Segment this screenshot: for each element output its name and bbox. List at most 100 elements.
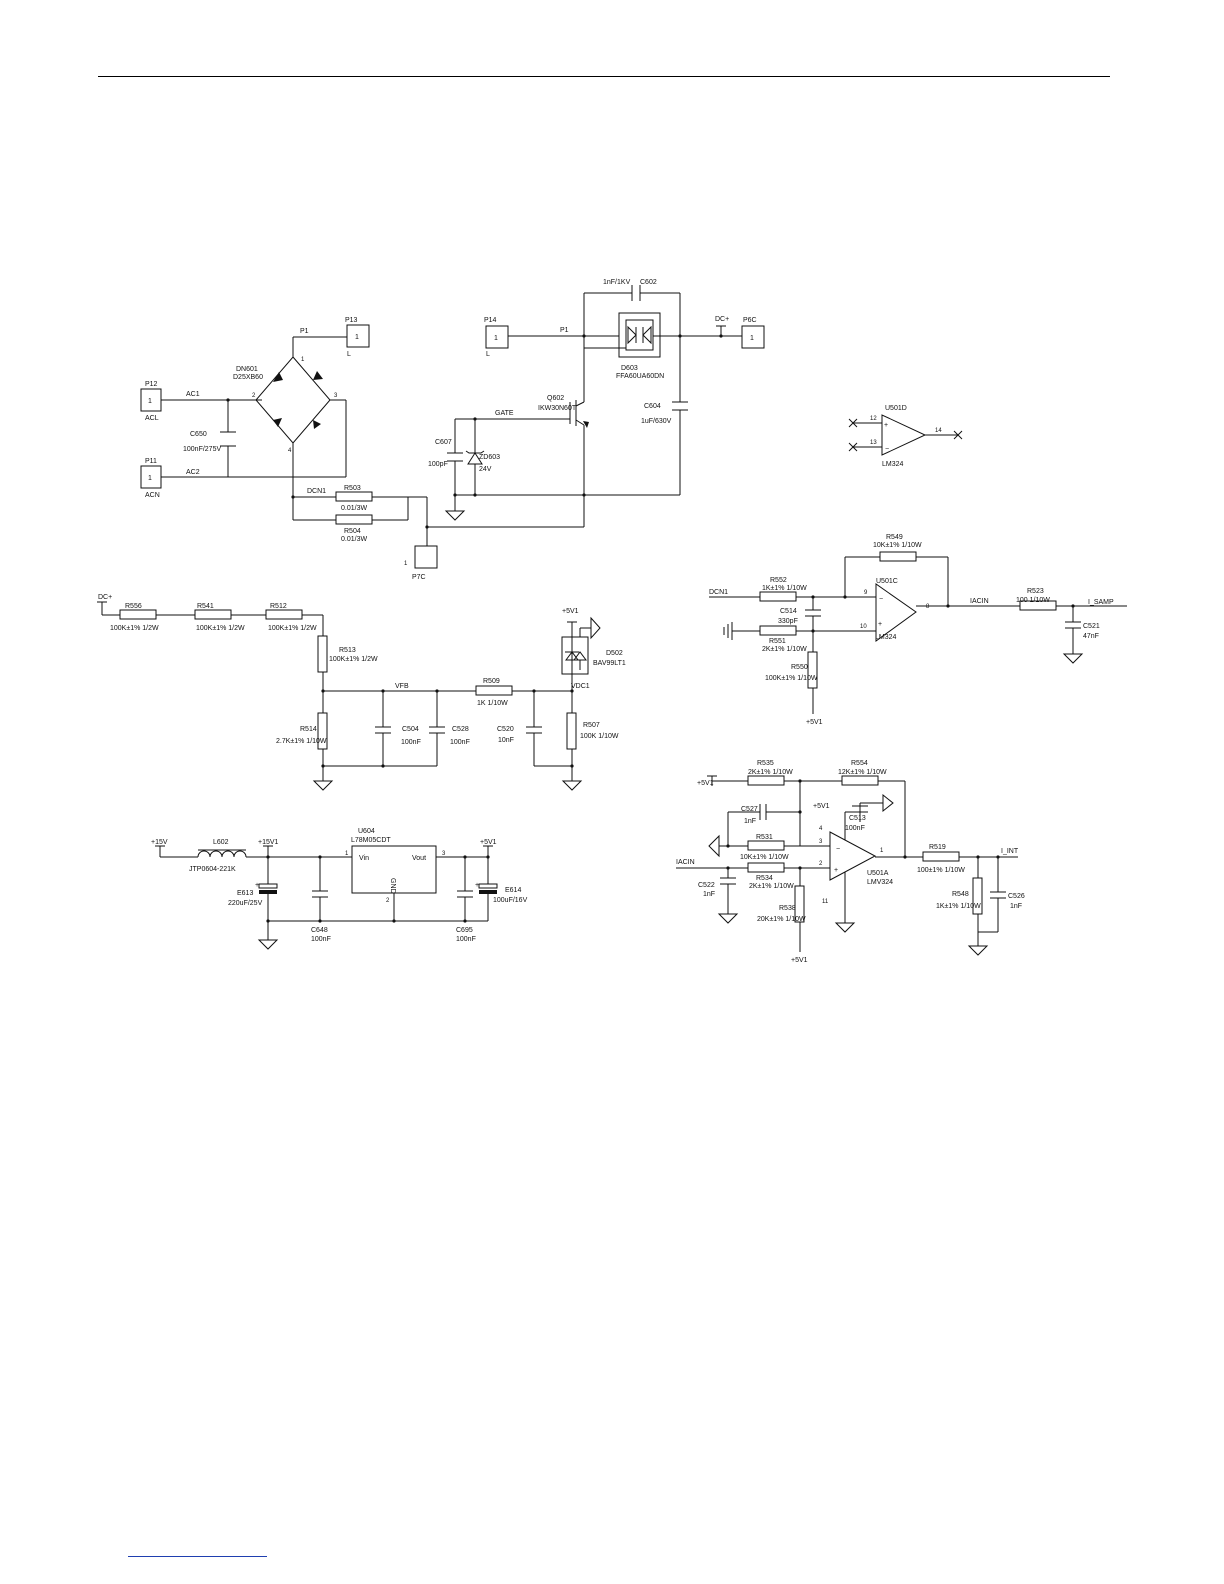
diode-d502: +5V1 D502 BAV99LT1	[561, 608, 626, 691]
svg-text:11: 11	[822, 899, 829, 905]
svg-text:−: −	[885, 446, 889, 453]
svg-text:100 1/10W: 100 1/10W	[1016, 597, 1050, 604]
rectifier-block: 1 P12 ACL 1 P11 ACN 1 P13 L	[140, 317, 584, 581]
svg-text:P6C: P6C	[743, 317, 757, 324]
svg-text:+15V: +15V	[151, 839, 168, 846]
svg-text:IACIN: IACIN	[970, 598, 989, 605]
svg-text:100nF: 100nF	[311, 936, 331, 943]
svg-text:0.01/3W: 0.01/3W	[341, 536, 367, 543]
svg-text:C526: C526	[1008, 893, 1025, 900]
svg-text:P11: P11	[145, 458, 157, 465]
svg-text:100K±1% 1/10W: 100K±1% 1/10W	[765, 675, 818, 682]
svg-text:L602: L602	[213, 839, 229, 846]
bridge-dn601: 1 2 3 4 DN601 D25XB60	[233, 356, 338, 454]
svg-text:1: 1	[880, 848, 884, 854]
svg-text:DN601: DN601	[236, 366, 258, 373]
svg-text:14: 14	[935, 428, 942, 434]
svg-text:R550: R550	[791, 664, 808, 671]
svg-text:100nF: 100nF	[450, 739, 470, 746]
svg-text:100K 1/10W: 100K 1/10W	[580, 733, 619, 740]
svg-text:P13: P13	[345, 317, 358, 324]
svg-text:P1: P1	[300, 328, 309, 335]
svg-text:12: 12	[870, 416, 877, 422]
svg-text:10K±1% 1/10W: 10K±1% 1/10W	[873, 542, 922, 549]
svg-text:Vin: Vin	[359, 855, 369, 862]
svg-text:U501D: U501D	[885, 405, 907, 412]
svg-text:AC1: AC1	[186, 391, 200, 398]
svg-text:10K±1% 1/10W: 10K±1% 1/10W	[740, 854, 789, 861]
svg-text:GND: GND	[389, 878, 396, 894]
svg-text:1: 1	[148, 475, 152, 482]
svg-text:Q602: Q602	[547, 395, 564, 402]
svg-text:E614: E614	[505, 887, 521, 894]
svg-text:100K±1% 1/2W: 100K±1% 1/2W	[110, 625, 159, 632]
svg-text:JTP0604-221K: JTP0604-221K	[189, 866, 236, 873]
svg-text:DCN1: DCN1	[709, 589, 728, 596]
svg-text:100nF: 100nF	[401, 739, 421, 746]
connector-p13: 1 P13 L	[345, 317, 370, 358]
svg-text:R504: R504	[344, 528, 361, 535]
svg-text:2: 2	[386, 898, 390, 904]
svg-text:2K±1% 1/10W: 2K±1% 1/10W	[762, 646, 807, 653]
svg-text:C504: C504	[402, 726, 419, 733]
svg-text:D603: D603	[621, 365, 638, 372]
svg-text:I_INT: I_INT	[1001, 848, 1019, 855]
svg-text:100K±1% 1/2W: 100K±1% 1/2W	[329, 656, 378, 663]
connector-p11: 1 P11 ACN	[140, 458, 162, 499]
svg-text:R534: R534	[756, 875, 773, 882]
svg-text:+5V1: +5V1	[813, 803, 830, 810]
svg-text:BAV99LT1: BAV99LT1	[593, 660, 626, 667]
svg-text:DC+: DC+	[98, 594, 112, 601]
svg-text:C514: C514	[780, 608, 797, 615]
svg-text:4: 4	[819, 826, 823, 832]
svg-text:8: 8	[926, 604, 930, 610]
svg-text:1: 1	[355, 334, 359, 341]
svg-text:1uF/630V: 1uF/630V	[641, 418, 672, 425]
svg-text:10nF: 10nF	[498, 737, 514, 744]
regulator-u604: Vin Vout GND 1 3 2 U604 L78M05CDT	[345, 828, 446, 904]
svg-text:R519: R519	[929, 844, 946, 851]
svg-text:100nF: 100nF	[456, 936, 476, 943]
svg-text:ACL: ACL	[145, 415, 159, 422]
svg-text:R549: R549	[886, 534, 903, 541]
svg-text:1: 1	[494, 335, 498, 342]
svg-text:R503: R503	[344, 485, 361, 492]
svg-text:1: 1	[301, 357, 305, 363]
svg-text:C648: C648	[311, 927, 328, 934]
svg-text:2K±1% 1/10W: 2K±1% 1/10W	[749, 883, 794, 890]
svg-text:+: +	[834, 867, 838, 874]
connector-p6c: 1 P6C	[741, 317, 765, 349]
svg-text:I_SAMP: I_SAMP	[1088, 599, 1114, 606]
svg-text:+: +	[878, 621, 882, 628]
svg-text:C520: C520	[497, 726, 514, 733]
integrator-block: +5V1 R535 2K±1% 1/10W R554 12K±1% 1/10W …	[676, 760, 1025, 964]
svg-text:P14: P14	[484, 317, 497, 324]
svg-text:D502: D502	[606, 650, 623, 657]
svg-text:9: 9	[864, 590, 868, 596]
svg-text:100uF/16V: 100uF/16V	[493, 897, 528, 904]
svg-text:LM324: LM324	[882, 461, 904, 468]
svg-text:100nF/275V: 100nF/275V	[183, 446, 221, 453]
connector-p14: 1 P14 L	[484, 317, 509, 358]
svg-text:LM324: LM324	[875, 634, 897, 641]
svg-text:0.01/3W: 0.01/3W	[341, 505, 367, 512]
svg-text:R513: R513	[339, 647, 356, 654]
svg-text:C650: C650	[190, 431, 207, 438]
svg-text:LMV324: LMV324	[867, 879, 893, 886]
svg-text:47nF: 47nF	[1083, 633, 1099, 640]
svg-text:13: 13	[870, 440, 877, 446]
svg-text:3: 3	[442, 851, 446, 857]
svg-text:DCN1: DCN1	[307, 488, 326, 495]
svg-text:R507: R507	[583, 722, 600, 729]
svg-text:DC+: DC+	[715, 316, 729, 323]
svg-text:1K±1% 1/10W: 1K±1% 1/10W	[762, 585, 807, 592]
svg-text:1: 1	[345, 851, 349, 857]
svg-text:330pF: 330pF	[778, 618, 798, 625]
svg-text:R509: R509	[483, 678, 500, 685]
svg-text:2.7K±1% 1/10W: 2.7K±1% 1/10W	[276, 738, 327, 745]
svg-text:C604: C604	[644, 403, 661, 410]
svg-text:−: −	[879, 596, 883, 603]
svg-text:U501A: U501A	[867, 870, 889, 877]
svg-text:+5V1: +5V1	[806, 719, 823, 726]
